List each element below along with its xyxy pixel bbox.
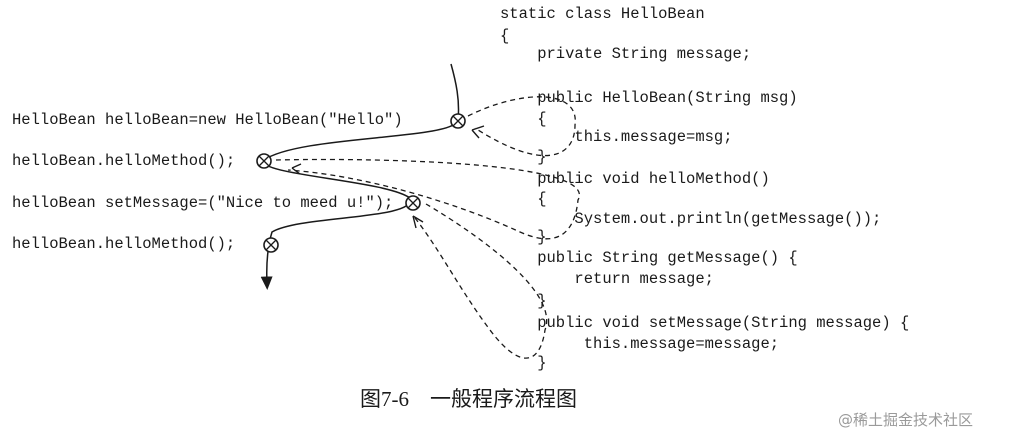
- call-line-2: helloBean.helloMethod();: [12, 152, 236, 170]
- execution-flow-line: [260, 63, 460, 290]
- code-line-6: this.message=msg;: [500, 128, 733, 146]
- code-line-15: public void setMessage(String message) {: [500, 314, 910, 332]
- return-arrowhead-setmessage: [412, 215, 424, 229]
- code-line-7: }: [500, 148, 547, 166]
- code-line-2: {: [500, 27, 510, 45]
- code-line-16: this.message=message;: [500, 335, 780, 353]
- figure-caption: 图7-6 一般程序流程图: [360, 387, 577, 411]
- code-line-14: }: [500, 292, 547, 310]
- code-line-9: {: [500, 190, 547, 208]
- return-arrowhead-constructor: [471, 125, 485, 139]
- call-line-4: helloBean.helloMethod();: [12, 235, 236, 253]
- code-line-10: System.out.println(getMessage());: [500, 210, 882, 228]
- code-line-5: {: [500, 110, 547, 128]
- code-line-13: return message;: [500, 270, 714, 288]
- code-line-4: public HelloBean(String msg): [500, 89, 798, 107]
- code-line-8: public void helloMethod(): [500, 170, 770, 188]
- call-line-3: helloBean setMessage=("Nice to meed u!")…: [12, 194, 394, 212]
- node-hellomethod-call-1-icon: [256, 153, 272, 169]
- watermark: @稀土掘金技术社区: [838, 411, 974, 429]
- code-line-3: private String message;: [500, 45, 752, 63]
- code-line-1: static class HelloBean: [500, 5, 705, 23]
- call-line-1: HelloBean helloBean=new HelloBean("Hello…: [12, 111, 403, 129]
- node-hellomethod-call-2-icon: [263, 237, 279, 253]
- node-setmessage-call-icon: [405, 195, 421, 211]
- return-arrowhead-hellomethod: [291, 163, 302, 175]
- dashed-call-constructor: [467, 96, 576, 157]
- dashed-call-setmessage: [414, 203, 548, 359]
- node-constructor-call-icon: [450, 113, 466, 129]
- code-line-17: }: [500, 354, 547, 372]
- code-line-11: }: [500, 228, 547, 246]
- code-line-12: public String getMessage() {: [500, 249, 798, 267]
